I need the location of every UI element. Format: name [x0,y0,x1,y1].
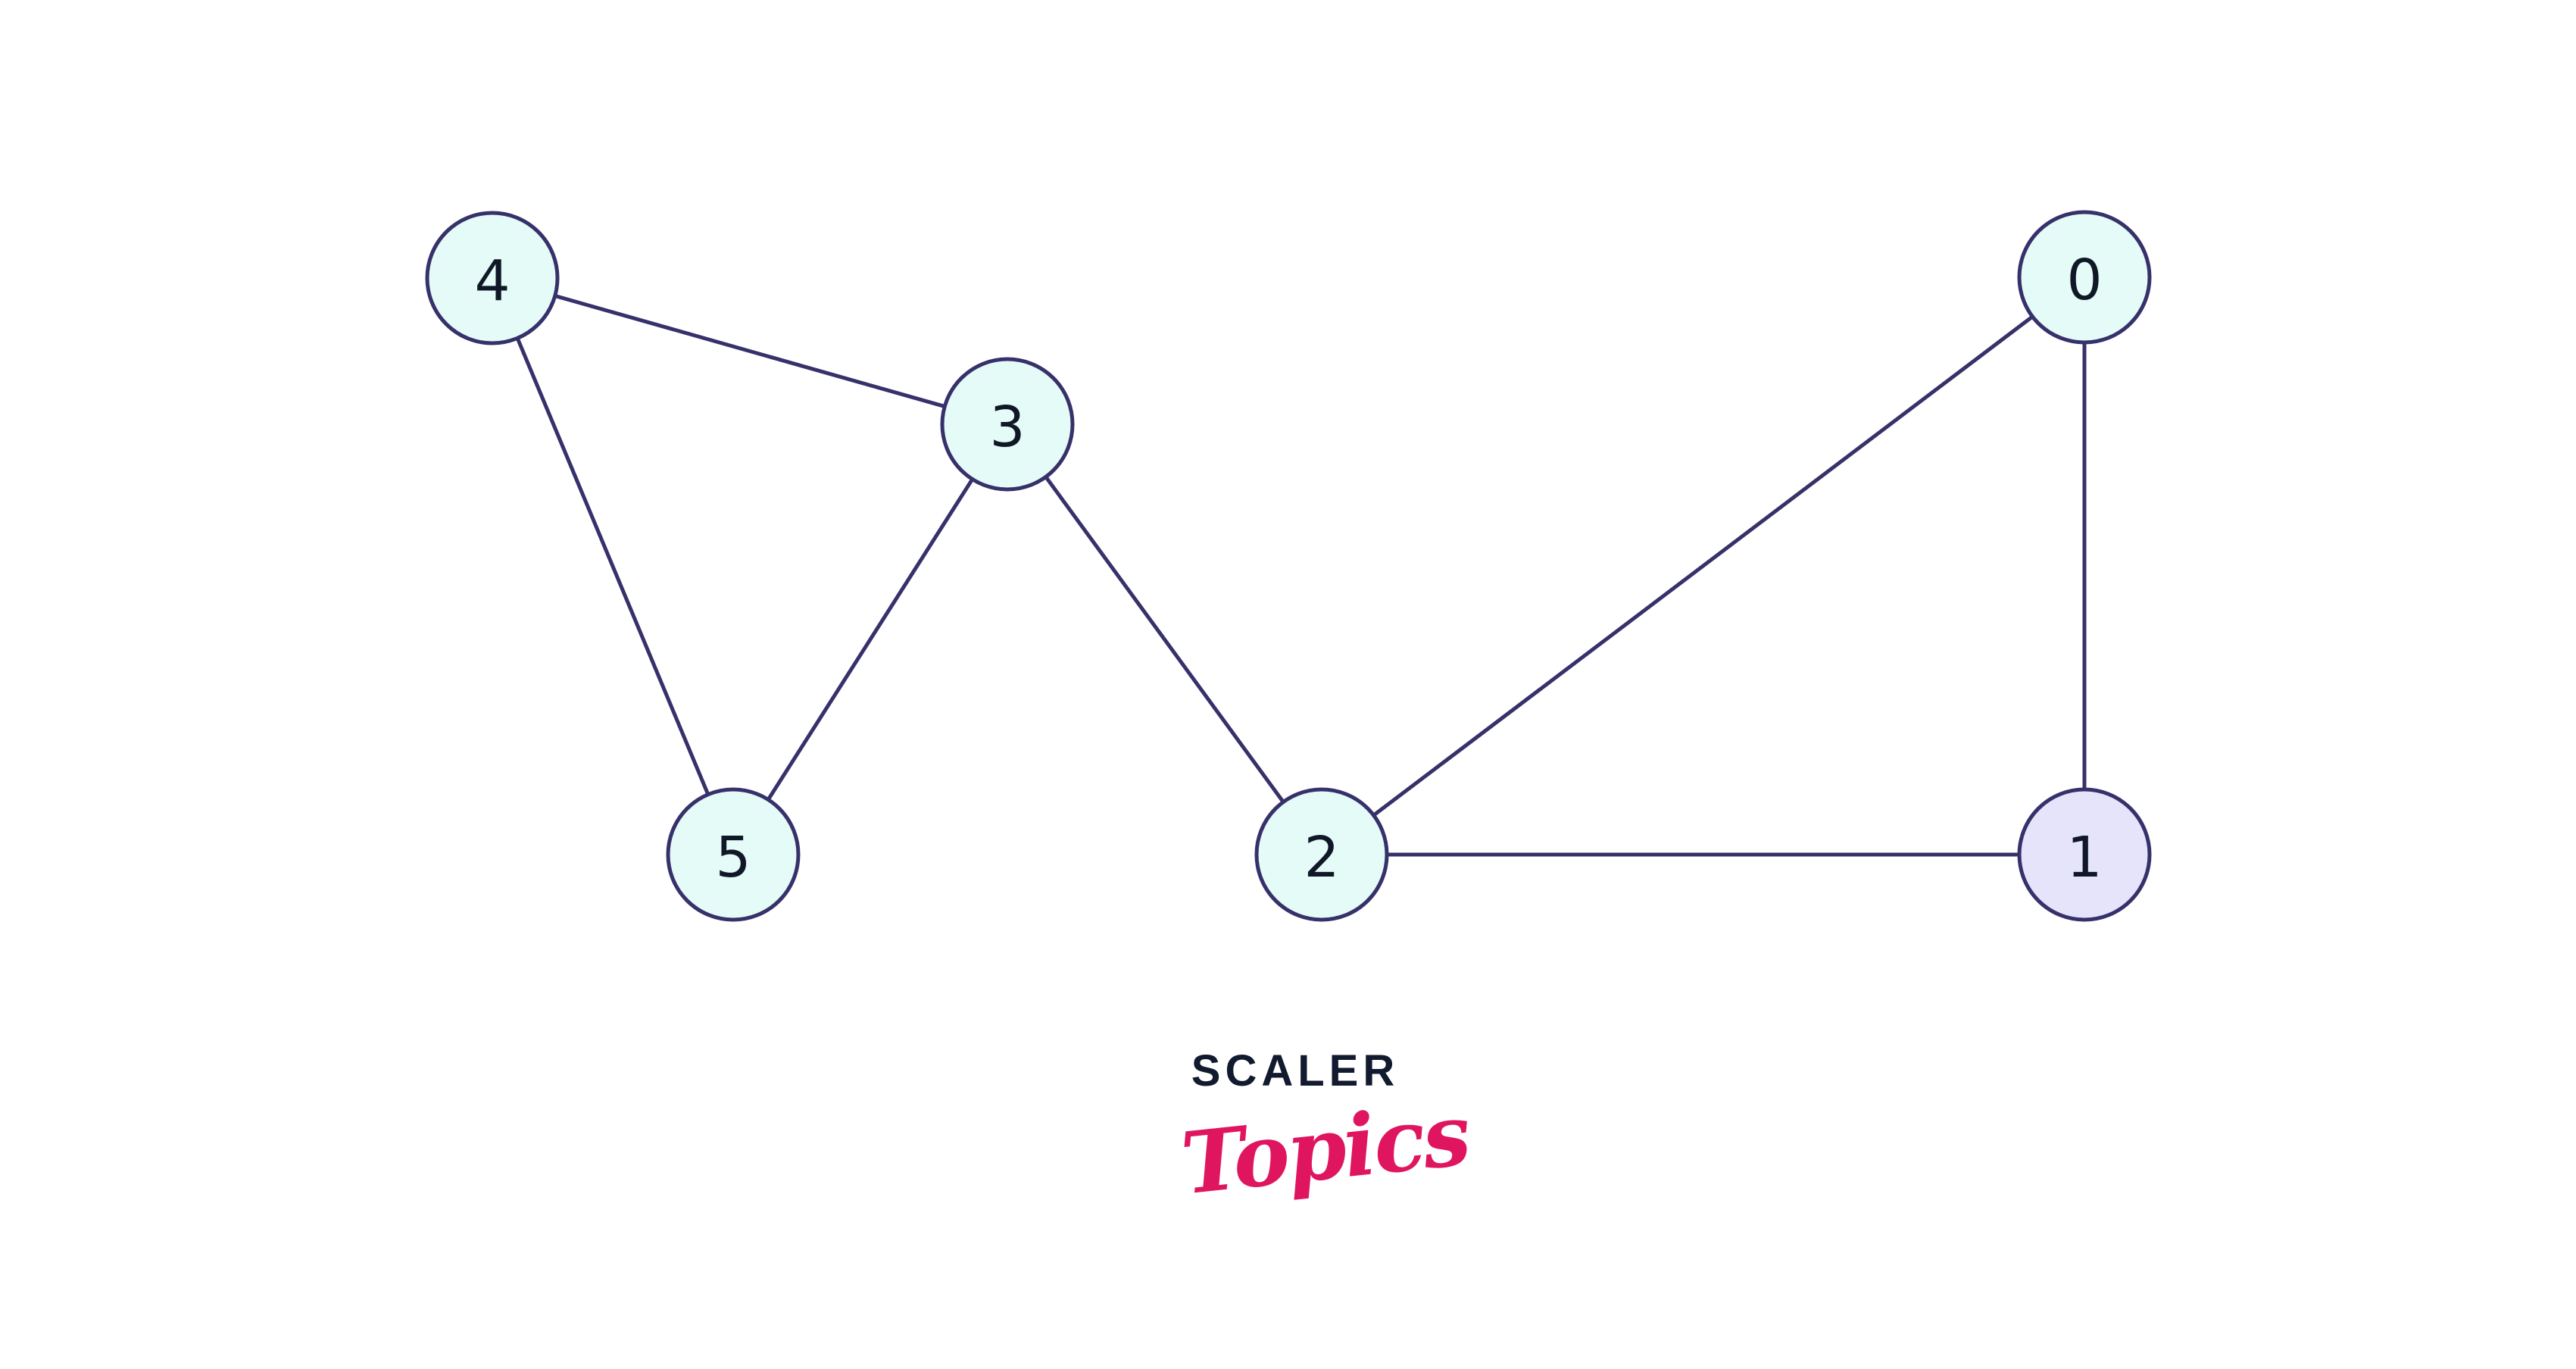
edge-3-2 [1042,474,1287,805]
brand-wordmark: SCALER [1191,1046,1400,1096]
node-4-label: 4 [474,248,510,314]
nodes-layer: 0 1 2 3 4 5 [425,210,2152,922]
node-2-label: 2 [1304,825,1339,890]
node-3-label: 3 [989,395,1025,460]
graph-node-2[interactable]: 2 [1254,787,1389,922]
edge-2-0 [1370,314,2036,818]
edge-4-5 [514,335,711,798]
node-1-circle[interactable] [2017,787,2152,922]
brand-script: Topics [1176,1085,1473,1214]
scaler-topics-logo: SCALER Topics [1177,1046,1473,1237]
graph-node-1[interactable]: 1 [2017,787,2152,922]
node-0-circle[interactable] [2017,210,2152,345]
node-2-circle[interactable] [1254,787,1389,922]
graph-node-3[interactable]: 3 [940,357,1075,492]
node-5-label: 5 [715,825,751,890]
graph-node-0[interactable]: 0 [2017,210,2152,345]
node-5-circle[interactable] [666,787,801,922]
node-1-label: 1 [2066,825,2102,890]
node-0-label: 0 [2066,248,2102,313]
edge-3-5 [765,476,976,803]
graph-node-5[interactable]: 5 [666,787,801,922]
node-3-circle[interactable] [940,357,1075,492]
node-4-circle[interactable] [425,211,560,345]
graph-node-4[interactable]: 4 [425,211,560,345]
edge-4-3 [552,293,948,409]
edges-layer [514,293,2087,857]
